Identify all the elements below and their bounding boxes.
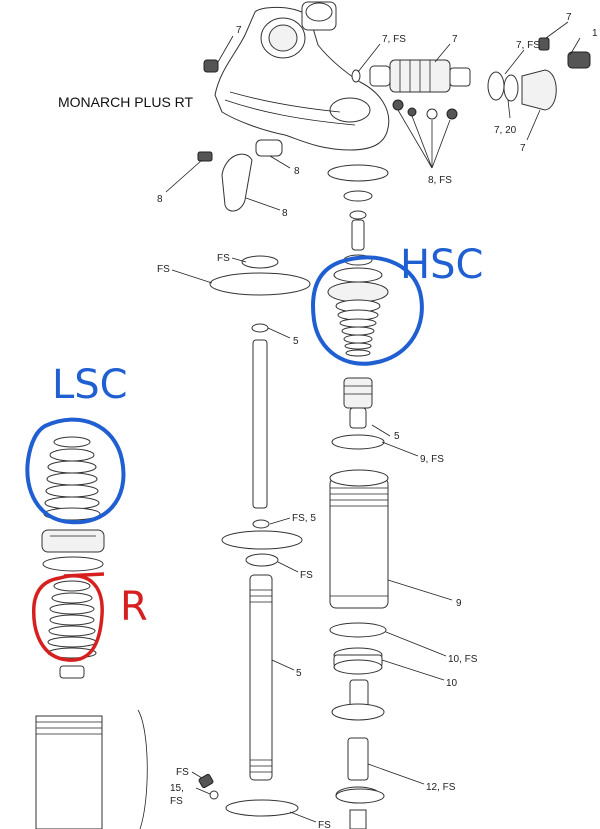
r-annotation: R bbox=[120, 584, 148, 630]
damper-shaft-upper bbox=[209, 255, 311, 567]
bottom-small-parts bbox=[198, 773, 385, 817]
callout-label: 7 bbox=[520, 143, 526, 154]
eyelet-lower-stem bbox=[331, 679, 385, 829]
callout-label: FS bbox=[176, 767, 189, 778]
callout-label: 10, FS bbox=[448, 654, 478, 665]
callout-label: 9, FS bbox=[420, 454, 444, 465]
callout-label: 8 bbox=[294, 166, 300, 177]
callout-label: FS bbox=[300, 570, 313, 581]
callout-label: FS bbox=[157, 264, 170, 275]
callout-label: 8, FS bbox=[428, 175, 452, 186]
callout-label: FS bbox=[217, 253, 230, 264]
piston-assembly bbox=[331, 377, 385, 450]
callout-label: 7 bbox=[452, 34, 458, 45]
eyelet-bolt bbox=[203, 59, 219, 73]
lockout-lever bbox=[197, 139, 283, 212]
callout-label: 7 bbox=[236, 25, 242, 36]
detent-balls bbox=[392, 99, 458, 120]
callout-label: 7 bbox=[566, 12, 572, 23]
lsc-markup: LSC bbox=[25, 362, 128, 525]
seal-head-rings bbox=[329, 622, 387, 675]
callout-label: 8 bbox=[157, 194, 163, 205]
knob-assembly bbox=[487, 37, 591, 111]
bushing-sleeve bbox=[301, 1, 337, 31]
air-can-body bbox=[329, 469, 389, 609]
hsc-valve-stack bbox=[327, 164, 389, 357]
r-markup: R bbox=[32, 572, 148, 662]
callout-label: 12, FS bbox=[426, 782, 456, 793]
callout-label: 9 bbox=[456, 598, 462, 609]
callout-label: 7, FS bbox=[516, 40, 540, 51]
leader-lines bbox=[165, 21, 581, 823]
lsc-shim-stack bbox=[43, 436, 101, 521]
main-piston bbox=[41, 529, 105, 572]
callout-label: 7, FS bbox=[382, 34, 406, 45]
callout-label: FS, 5 bbox=[292, 513, 316, 524]
callout-label: FS bbox=[170, 796, 183, 807]
callout-label: 15, bbox=[170, 783, 184, 794]
hsc-markup: HSC bbox=[311, 242, 483, 366]
lsc-annotation: LSC bbox=[52, 362, 128, 408]
damper-valve-assembly bbox=[351, 59, 471, 93]
hsc-annotation: HSC bbox=[400, 242, 483, 288]
damper-shaft-lower bbox=[249, 574, 273, 781]
callout-label: 10 bbox=[446, 678, 458, 689]
callout-label: 5 bbox=[296, 668, 302, 679]
shock-eyelet-body bbox=[214, 6, 390, 151]
callout-label: 5 bbox=[394, 431, 400, 442]
callout-label: 5 bbox=[293, 336, 299, 347]
callout-label: FS bbox=[318, 820, 331, 829]
rebound-shim-stack bbox=[47, 580, 97, 679]
callout-label: 7, 20 bbox=[494, 125, 517, 136]
callout-labels: 7 7, FS 7 7, FS 7 1 7, 20 7 8 8 8 8, FS … bbox=[157, 12, 598, 829]
shock-body-tube bbox=[35, 709, 148, 829]
callout-label: 1 bbox=[592, 28, 598, 39]
callout-label: 8 bbox=[282, 208, 288, 219]
diagram-title: MONARCH PLUS RT bbox=[58, 94, 194, 110]
